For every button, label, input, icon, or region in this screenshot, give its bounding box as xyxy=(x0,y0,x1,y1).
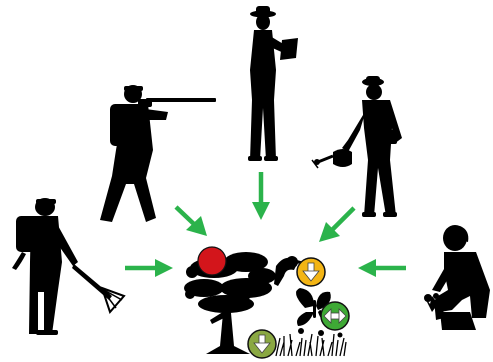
arrow-from-backpack-sprayer xyxy=(125,259,173,277)
yellow-down-marker xyxy=(297,258,325,286)
grass-icon xyxy=(276,328,346,356)
arrow-from-sprayer xyxy=(319,208,354,242)
person-spraying-plants-icon xyxy=(312,76,402,217)
person-reading-notebook-icon xyxy=(248,6,298,161)
red-status-marker xyxy=(198,247,226,275)
arrow-from-gardener xyxy=(358,259,406,277)
green-bidirectional-marker xyxy=(321,302,349,330)
person-kneeling-with-plant-icon xyxy=(424,225,490,330)
arrow-from-hunter xyxy=(176,207,207,236)
olive-down-marker xyxy=(248,330,276,358)
arrow-from-surveyor xyxy=(252,172,270,220)
person-aiming-rifle-icon xyxy=(100,85,216,222)
